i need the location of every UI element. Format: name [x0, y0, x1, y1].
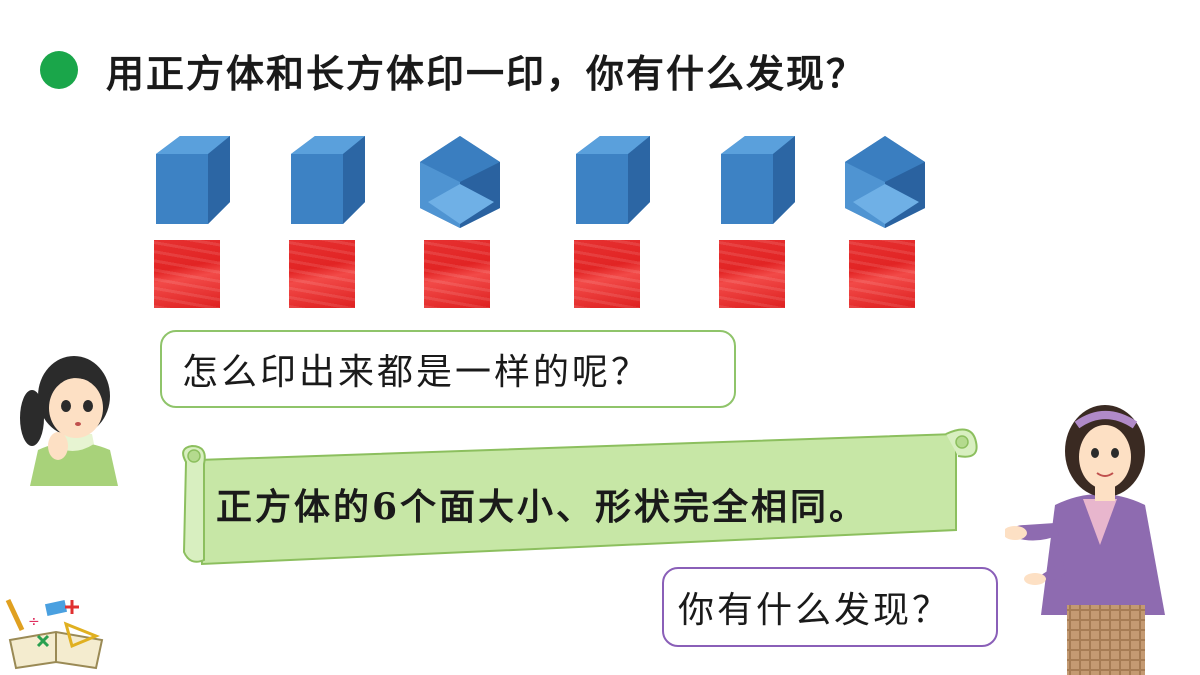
girl-speech-text: 怎么印出来都是一样的呢？ [182, 352, 651, 393]
shape-column [410, 132, 510, 322]
green-bullet-icon [40, 51, 78, 89]
shape-column [275, 132, 375, 322]
cube-icon [845, 136, 925, 228]
red-stamp-icon [849, 240, 915, 308]
title-row: 用正方体和长方体印一印，你有什么发现？ [40, 40, 866, 100]
shape-column [140, 132, 240, 322]
shape-column [835, 132, 935, 322]
scroll-banner-icon [182, 428, 978, 566]
red-stamp-icon [154, 240, 220, 308]
girl-illustration [12, 338, 130, 486]
cube-icon [420, 136, 500, 228]
teacher-speech-text: 你有什么发现？ [678, 590, 952, 631]
answer-scroll: 正方体的6个面大小、形状完全相同。 [176, 420, 982, 570]
red-stamp-icon [719, 240, 785, 308]
red-stamp-icon [424, 240, 490, 308]
shape-column [560, 132, 660, 322]
svg-text:÷: ÷ [28, 614, 40, 630]
teacher-illustration [1003, 395, 1195, 675]
shape-column [705, 132, 805, 322]
cube-icon [721, 136, 795, 224]
red-stamp-icon [574, 240, 640, 308]
cube-icon [156, 136, 230, 224]
cube-icon [291, 136, 365, 224]
girl-speech-bubble: 怎么印出来都是一样的呢？ [160, 330, 736, 408]
red-stamp-icon [289, 240, 355, 308]
page-title: 用正方体和长方体印一印，你有什么发现？ [106, 50, 867, 96]
cube-icon [576, 136, 650, 224]
teacher-speech-bubble: 你有什么发现？ [662, 567, 998, 647]
answer-text: 正方体的6个面大小、形状完全相同。 [216, 486, 869, 528]
book-stationery-icon: ÷ [2, 596, 112, 672]
